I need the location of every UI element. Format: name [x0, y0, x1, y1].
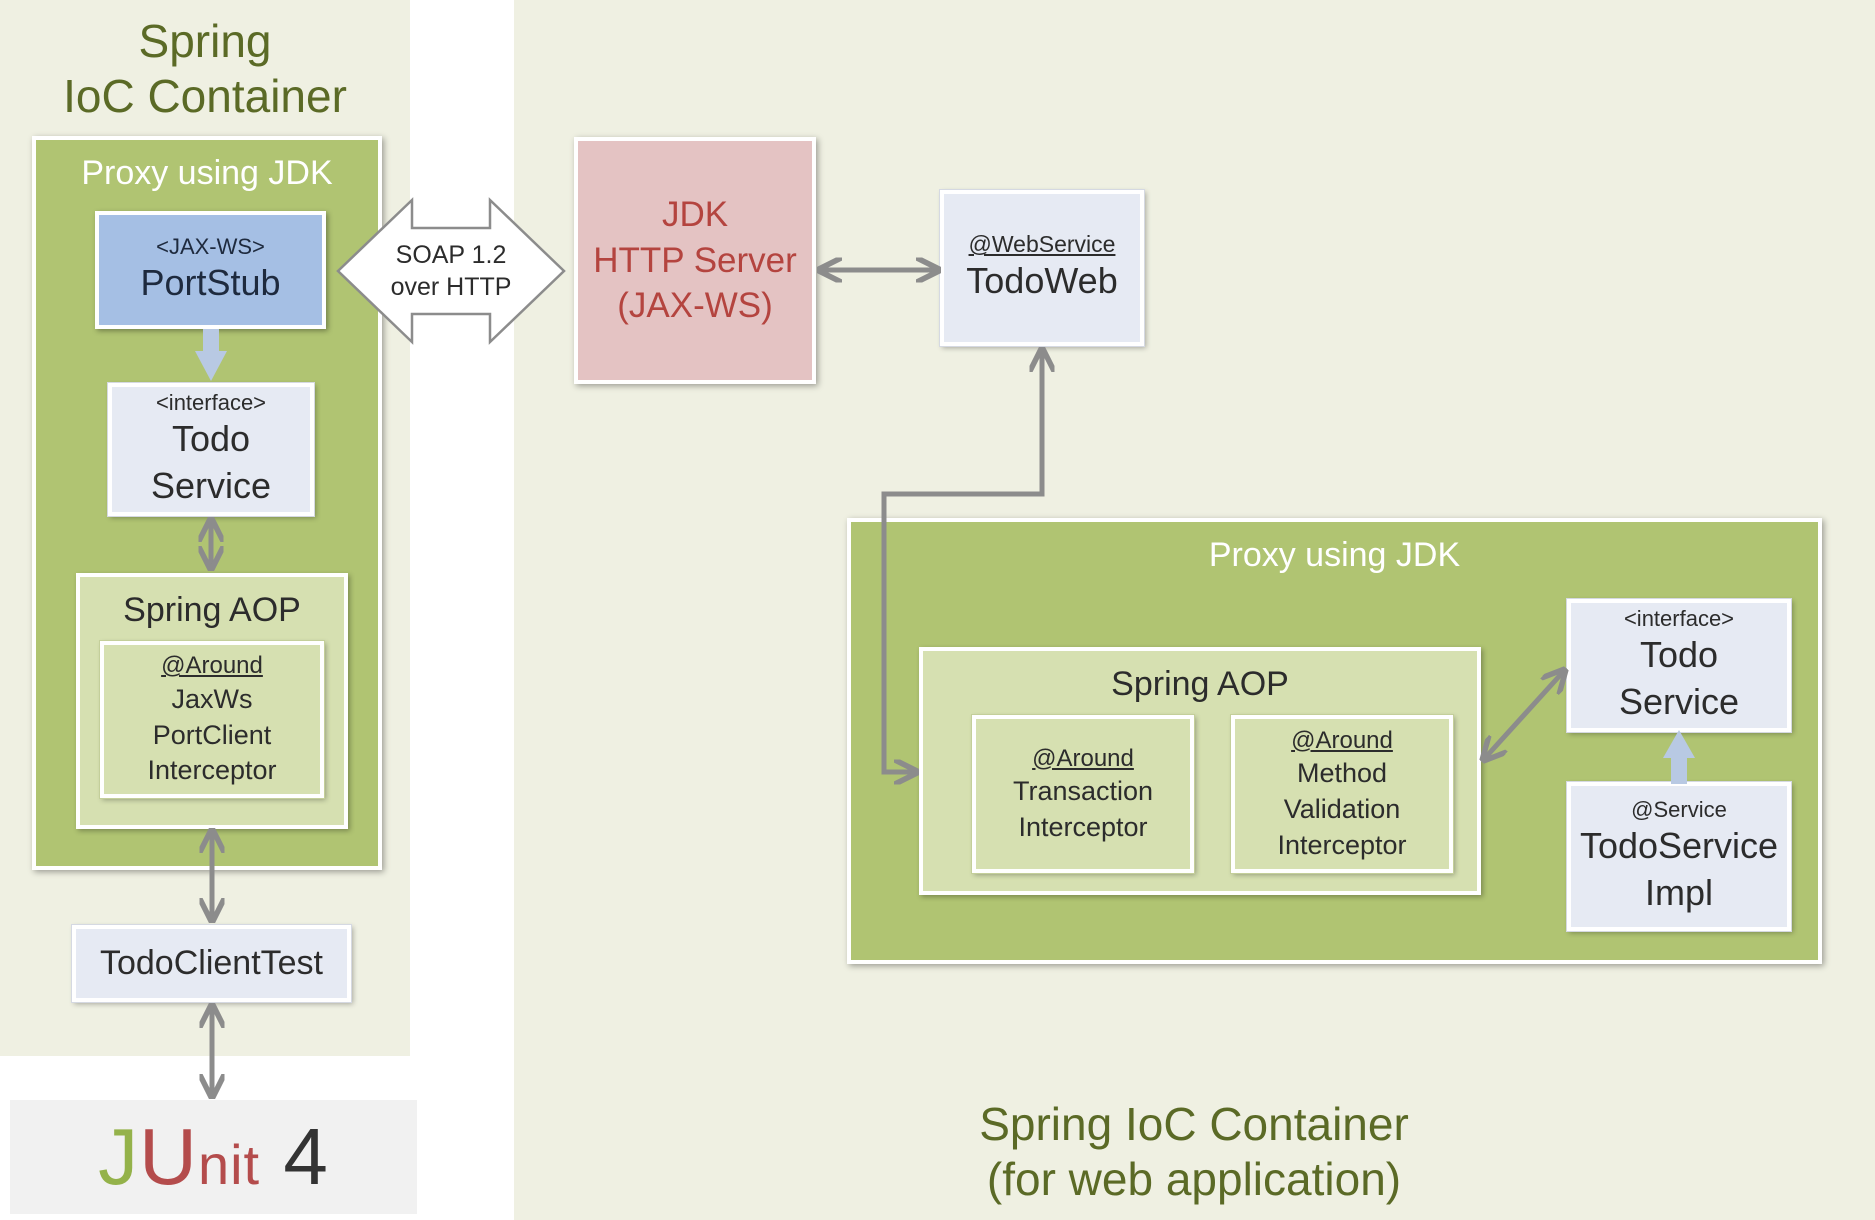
aop-todoservice-connector — [1485, 672, 1563, 758]
client-todo-service: <interface> Todo Service — [107, 382, 315, 517]
server-todo-service-line1: Todo — [1639, 634, 1719, 676]
validation-interceptor-line2: Validation — [1283, 794, 1401, 825]
jdk-http-server: JDK HTTP Server (JAX-WS) — [574, 137, 816, 384]
todo-service-impl-annotation: @Service — [1631, 797, 1727, 823]
junit-j: J — [98, 1112, 140, 1201]
client-proxy-title: Proxy using JDK — [81, 154, 333, 192]
client-container-title-line2: IoC Container — [63, 70, 347, 123]
todo-service-impl-line1: TodoService — [1579, 825, 1779, 867]
soap-double-arrow — [336, 197, 566, 345]
soap-label-line2: over HTTP — [390, 273, 512, 301]
jaxws-interceptor-line1: JaxWs — [171, 683, 253, 714]
method-validation-interceptor: @Around Method Validation Interceptor — [1230, 714, 1454, 874]
todo-web-annotation: @WebService — [968, 231, 1116, 258]
client-todo-service-line2: Service — [150, 464, 272, 506]
todoweb-aop-connector — [881, 352, 1042, 772]
server-aop-title: Spring AOP — [1111, 665, 1289, 703]
soap-label-line1: SOAP 1.2 — [395, 240, 507, 269]
client-todo-service-line1: Todo — [171, 418, 251, 460]
todo-service-impl-line2: Impl — [1644, 871, 1713, 913]
portstub-to-service-arrow — [195, 329, 227, 381]
jaxws-interceptor-line2: PortClient — [152, 719, 272, 750]
port-stub-name: PortStub — [140, 261, 281, 303]
junit-u: U — [139, 1112, 198, 1201]
client-todo-service-stereotype: <interface> — [155, 390, 267, 416]
web-container-title: Spring IoC Container (for web applicatio… — [864, 1097, 1524, 1207]
web-container-title-line2: (for web application) — [986, 1153, 1402, 1206]
todo-client-test-name: TodoClientTest — [99, 944, 323, 982]
http-server-line3: (JAX-WS) — [617, 286, 773, 326]
todo-web: @WebService TodoWeb — [939, 189, 1145, 347]
junit-version: 4 — [283, 1112, 329, 1201]
client-aop-title: Spring AOP — [123, 591, 301, 629]
validation-interceptor-line1: Method — [1296, 758, 1388, 789]
validation-interceptor-annotation: @Around — [1291, 726, 1393, 754]
jaxws-interceptor-annotation: @Around — [161, 652, 263, 680]
client-container-title: Spring IoC Container — [0, 14, 410, 124]
junit-nit: nit — [197, 1133, 261, 1196]
junit-wordmark: JUnit 4 — [98, 1117, 329, 1197]
todo-web-name: TodoWeb — [966, 260, 1118, 302]
soap-label: SOAP 1.2 over HTTP — [378, 236, 524, 306]
port-stub: <JAX-WS> PortStub — [95, 211, 326, 329]
http-server-line2: HTTP Server — [593, 240, 797, 280]
impl-to-service-arrow — [1663, 730, 1695, 784]
jaxws-interceptor-line3: Interceptor — [147, 755, 277, 786]
todo-client-test: TodoClientTest — [71, 924, 352, 1003]
client-container-title-line1: Spring — [138, 15, 272, 67]
validation-interceptor-line3: Interceptor — [1277, 829, 1407, 860]
web-container-title-line1: Spring IoC Container — [979, 1098, 1409, 1150]
junit-logo: JUnit 4 — [10, 1100, 417, 1214]
http-server-line1: JDK — [661, 195, 729, 235]
transaction-interceptor-line2: Interceptor — [1018, 811, 1148, 842]
todo-service-impl: @Service TodoService Impl — [1566, 781, 1792, 932]
server-todo-service-line2: Service — [1618, 680, 1740, 722]
server-proxy-title: Proxy using JDK — [1208, 536, 1461, 574]
jaxws-portclient-interceptor: @Around JaxWs PortClient Interceptor — [99, 640, 325, 799]
port-stub-stereotype: <JAX-WS> — [156, 233, 265, 259]
server-todo-service-stereotype: <interface> — [1623, 606, 1735, 632]
